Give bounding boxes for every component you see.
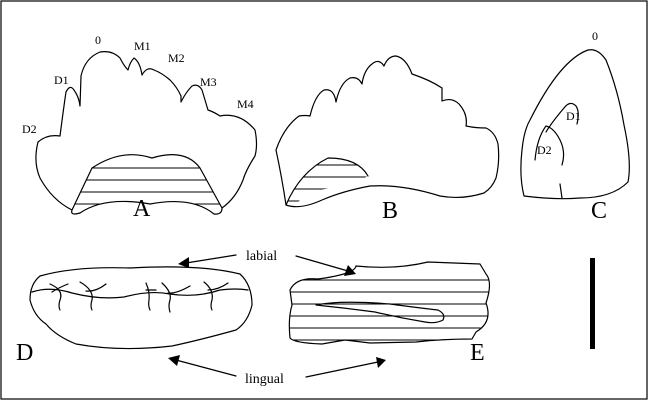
cusp-label-m2: M2 <box>168 51 185 65</box>
panel-label-b: B <box>382 198 398 224</box>
cusp-label-m3: M3 <box>200 75 217 89</box>
label-lingual: lingual <box>245 372 284 387</box>
scale-bar <box>590 258 595 349</box>
cusp-label-0: 0 <box>95 33 101 47</box>
cusp-label-d1: D1 <box>54 73 69 87</box>
panel-label-c: C <box>591 198 607 224</box>
cusp-label-c-d2: D2 <box>537 143 552 157</box>
panel-label-e: E <box>470 340 485 366</box>
cusp-label-m1: M1 <box>134 39 151 53</box>
label-labial: labial <box>246 249 277 264</box>
cusp-label-c-0: 0 <box>592 29 598 43</box>
panel-label-a: A <box>133 196 151 222</box>
cusp-label-m4: M4 <box>237 97 254 111</box>
cusp-label-c-d1: D1 <box>566 109 581 123</box>
cusp-label-d2: D2 <box>22 122 37 136</box>
panel-label-d: D <box>16 340 33 366</box>
